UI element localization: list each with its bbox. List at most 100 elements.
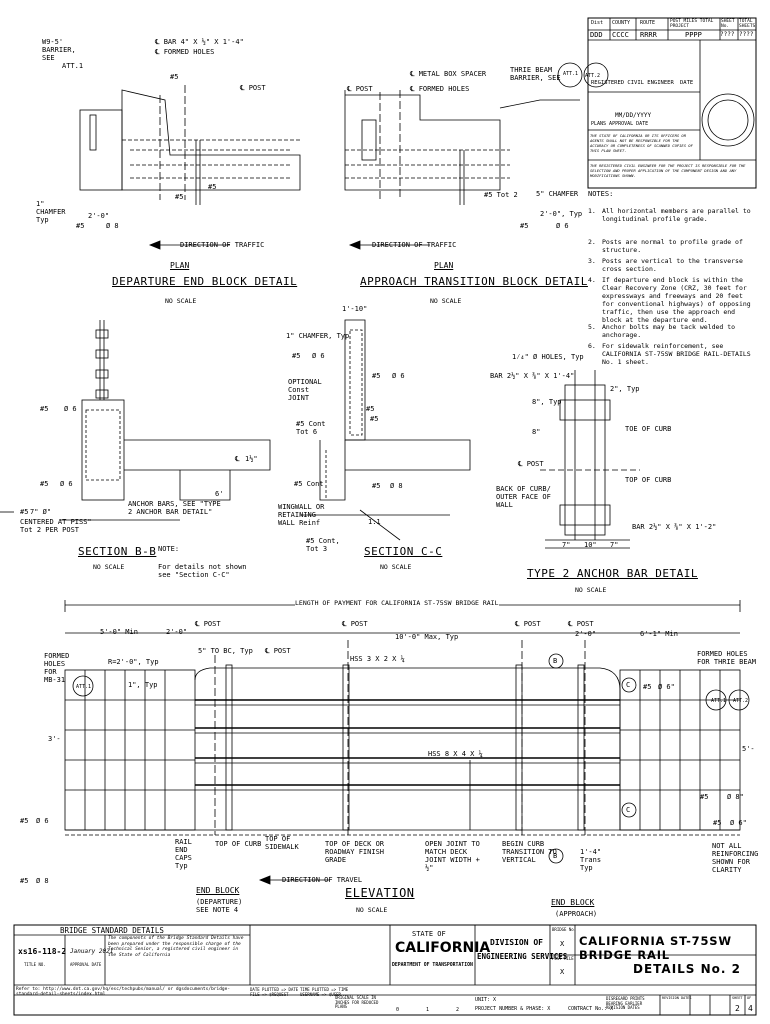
sc-label-4: #5 [372,372,381,380]
el-label-20: #5 [643,683,652,691]
end-block-right: END BLOCK [551,898,595,907]
val-total: ???? [739,31,754,38]
an-label-10: 7" [562,541,571,549]
approval-date: MM/DD/YYYY [615,112,652,119]
el-label-12: ATT.1 [76,684,92,690]
el-label-10: 6'-1" Min [640,630,678,638]
hdr-sheet: SHEET No. [721,19,735,29]
el-label-14: 1", Typ [128,681,158,689]
std-number: xs16-118-2 [18,947,67,956]
pl-label-9: Ø 8 [106,222,119,230]
plan-right-title: APPROACH TRANSITION BLOCK DETAIL [360,275,588,288]
section-c-scale: NO SCALE [380,563,412,571]
scale-2: 2 [456,1007,460,1013]
an-label-4: 8", Typ [532,398,562,406]
an-label-12: 7" [610,541,619,549]
pl-label-0: W9-5' BARRIER, SEE [42,38,76,62]
state-of: STATE OF [412,930,446,938]
pl-label-2: ℄ BAR 4" X ½" X 1'-4" [155,38,244,46]
plan-left-title: DEPARTURE END BLOCK DETAIL [112,275,298,288]
el-label-15: HSS 3 X 2 X ¼ [350,655,405,663]
sb-label-3: Ø 6 [60,480,73,488]
contract-label: CONTRACT No.: X [568,1006,614,1012]
section-c-cut-top: C [626,681,631,689]
val-dist: DDD [590,31,603,39]
el-label-9: 2'-0" [575,630,597,638]
section-c-cut-bottom: C [626,806,631,814]
val-pm: PPPP [685,31,702,39]
an-label-2: 2", Typ [610,385,640,393]
orig-scale: ORIGINAL SCALE IN INCHES FOR REDUCED PLA… [335,995,379,1009]
hdr-route: ROUTE [640,20,656,26]
el-label-35: BEGIN CURB TRANSITION TO VERTICAL [502,840,557,864]
sc-label-6: OPTIONAL Const JOINT [288,378,322,402]
an-label-9: BAR 2½" X ⅜" X 1'-2" [632,523,717,531]
note-5: 5.Anchor bolts may be tack welded to anc… [588,323,736,339]
pl-label-5: ℄ POST [240,84,266,92]
sc-label-13: WINGWALL OR RETAINING WALL Reinf [278,503,325,527]
std-date: January 2021 [70,948,114,955]
anchor-title: TYPE 2 ANCHOR BAR DETAIL [527,567,698,580]
pl-label-12: DIRECTION OF TRAFFIC [180,241,265,249]
section-b-scale: NO SCALE [93,563,125,571]
hdr-dist: Dist [591,20,604,26]
an-label-1: BAR 2½" X ⅜" X 1'-4" [490,372,575,380]
el-label-33: TOP OF DECK OR ROADWAY FINISH GRADE [325,840,385,864]
el-label-6: 10'-0" Max, Typ [395,633,459,641]
el-label-31: TOP OF CURB [215,840,262,848]
pl-label-8: #5 [76,222,85,230]
sb-label-1: Ø 6 [64,405,77,413]
file-req: FILE => $REQUEST [250,992,289,997]
disclaimer-2: THE REGISTERED CIVIL ENGINEER FOR THE PR… [590,163,746,178]
approval-date-label: PLANS APPROVAL DATE [591,121,649,127]
date-label: DATE [680,80,694,86]
att1-bubble-label: ATT.1 [563,71,579,77]
pr-label-8: #5 [520,222,529,230]
pr-label-5: ATT.2 [585,73,601,79]
sheet-sub-title: DETAILS No. 2 [633,962,742,976]
val-county: CCCC [612,31,629,39]
sc-label-12: Ø 8 [390,482,403,490]
division-of: DIVISION OF [490,938,543,947]
sc-label-7: #5 [366,405,375,413]
hdr-postmiles: POST MILES TOTAL PROJECT [670,19,714,29]
pr-label-0: ℄ METAL BOX SPACER [410,70,487,78]
scale-0: 0 [396,1007,400,1013]
eng-services: ENGINEERING SERVICES [477,952,568,961]
el-label-16: HSS 8 X 4 X ¼ [428,750,483,758]
sc-label-8: #5 [370,415,379,423]
plan-left-plan: PLAN [170,261,190,270]
post-mile-val: X [560,968,565,976]
sc-label-10: #5 Cont [294,480,324,488]
an-label-6: ℄ POST [518,460,544,468]
title-no-label: TITLE NO. [24,962,46,967]
an-label-5: TOE OF CURB [625,425,672,433]
dot-label: DEPARTMENT OF TRANSPORTATION [392,963,473,968]
section-b-title: SECTION B-B [78,545,157,558]
hdr-total: TOTAL SHEETS [739,19,756,29]
bridge-no-label: BRIDGE No. [552,927,577,932]
pr-label-7: 2'-0", Typ [540,210,583,218]
sc-label-5: Ø 6 [392,372,405,380]
sb-label-2: #5 [40,480,49,488]
el-label-24: #5 [713,819,722,827]
bridge-no-val: X [560,940,565,948]
val-sheet: ???? [720,31,735,38]
el-label-3: 5" TO BC, Typ [198,647,253,655]
el-label-22: #5 [700,793,709,801]
an-label-7: BACK OF CURB/ OUTER FACE OF WALL [496,485,551,509]
el-label-2: ℄ POST [195,620,221,628]
username: USERNAME => $USER [300,992,341,997]
elevation-scale: NO SCALE [356,906,388,914]
val-route: RRRR [640,31,657,39]
pr-label-10: #5 Tot 2 [484,191,518,199]
el-label-17: FORMED HOLES FOR THRIE BEAM [697,650,757,666]
california: CALIFORNIA [395,940,491,956]
note-2: 2.Posts are normal to profile grade of s… [588,238,743,254]
project-label: PROJECT NUMBER & PHASE: X [475,1006,551,1012]
el-label-13: R=2'-0", Typ [108,658,159,666]
el-label-11: FORMED HOLES FOR MB-31 [44,652,70,684]
section-b-note: For details not shown see "Section C-C" [158,563,247,579]
pr-label-9: Ø 6 [556,222,569,230]
